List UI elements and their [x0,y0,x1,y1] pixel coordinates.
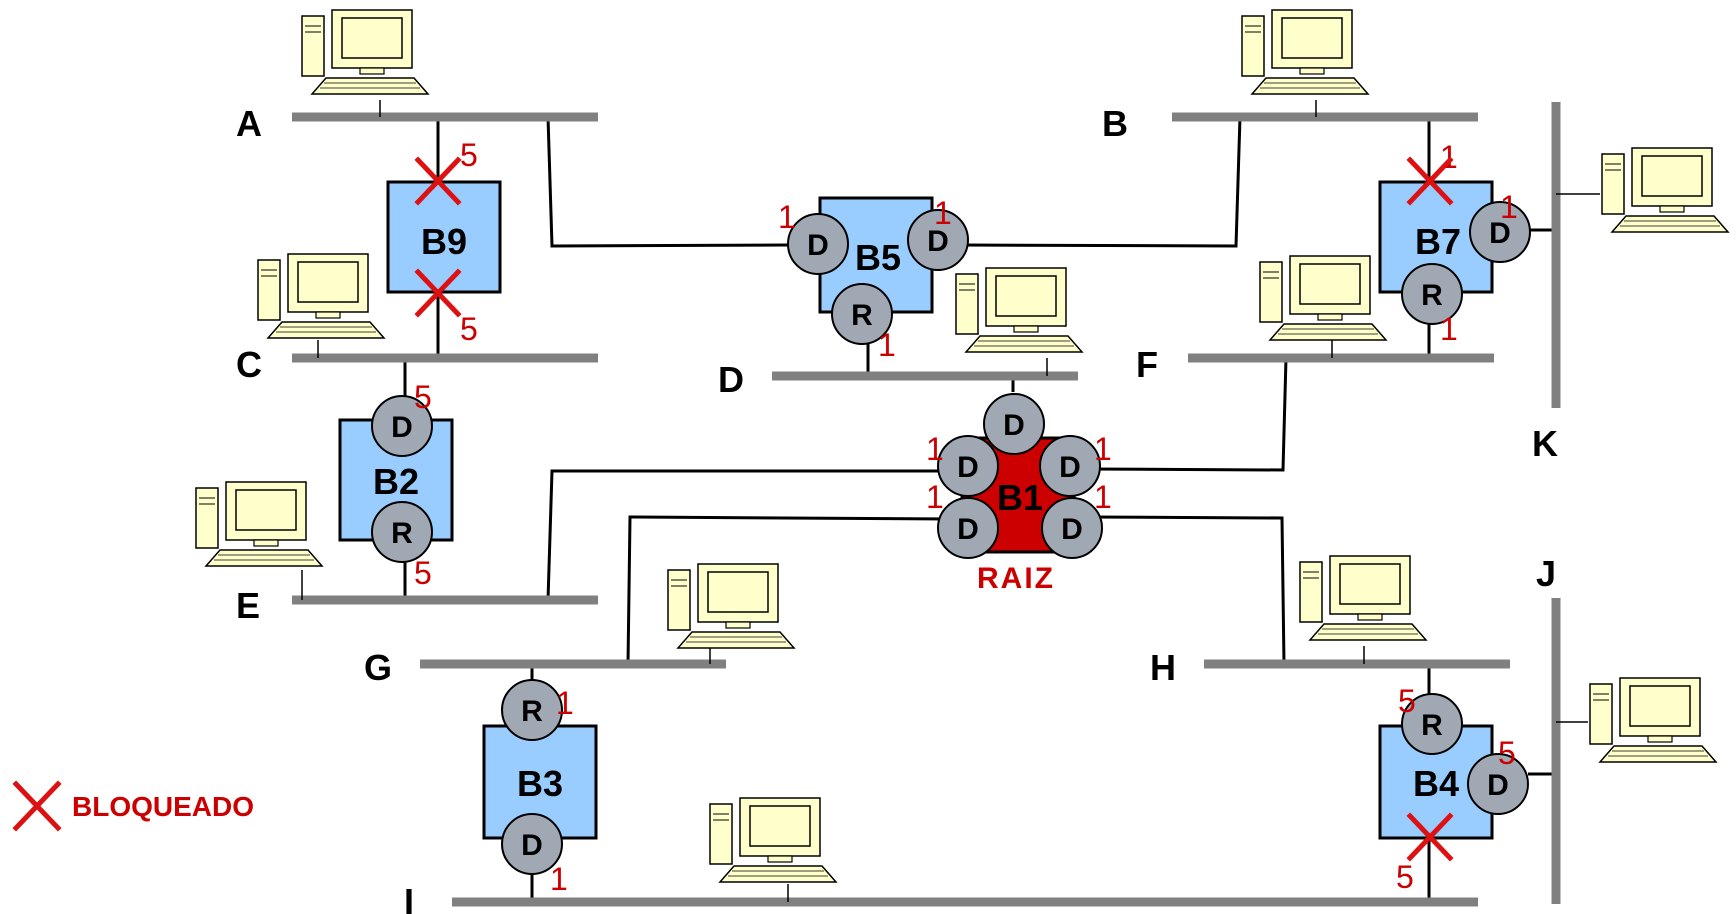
cost-label: 1 [1094,479,1112,515]
cost-label: 1 [550,861,568,897]
link-a-b5 [548,117,788,246]
port-letter: D [521,829,543,862]
cost-label: 1 [934,195,952,231]
cost-label: 5 [1396,859,1414,895]
lan-label-j: J [1536,553,1556,594]
computer-icon [1602,148,1728,232]
cost-label: 5 [414,555,432,591]
port-letter: D [1059,451,1081,484]
port-letter: D [391,411,413,444]
computer-icon [1242,10,1368,94]
bridge-label-b4: B4 [1413,763,1459,804]
cost-label: 1 [778,199,796,235]
port-letter: D [957,451,979,484]
port-letter: R [1421,709,1443,742]
computer-icon [1300,556,1426,640]
port-letter: D [807,229,829,262]
link-b1-f [1090,358,1286,470]
computer-icon [302,10,428,94]
lan-label-c: C [236,344,262,385]
port-letter: D [1487,769,1509,802]
bridge-label-b2: B2 [373,461,419,502]
cost-label: 5 [460,311,478,347]
cost-label: 5 [1398,683,1416,719]
cost-label: 1 [1500,189,1518,225]
cost-label: 5 [460,137,478,173]
bridge-label-b5: B5 [855,237,901,278]
bridge-label-b3: B3 [517,763,563,804]
cost-label: 1 [556,685,574,721]
cost-label: 1 [926,479,944,515]
cost-label: 1 [1094,431,1112,467]
link-b5-b [962,117,1240,246]
bridge-label-b1: B1 [997,477,1043,518]
computer-icon [956,268,1082,352]
port-letter: R [1421,279,1443,312]
computer-icon [710,798,836,882]
cost-label: 5 [414,379,432,415]
bridge-label-b9: B9 [421,221,467,262]
lan-label-a: A [236,103,262,144]
link-b1-h [1090,517,1284,664]
lan-label-f: F [1136,344,1158,385]
port-letter: D [957,513,979,546]
lan-label-i: I [404,881,414,914]
lan-label-d: D [718,359,744,400]
port-letter: D [1003,409,1025,442]
computer-icon [196,482,322,566]
lan-label-e: E [236,585,260,626]
port-letter: R [391,517,413,550]
computer-icon [1260,256,1386,340]
port-letter: R [851,299,873,332]
lan-label-b: B [1102,103,1128,144]
blocked-legend-icon [16,784,58,828]
computer-icon [668,564,794,648]
port-letter: R [521,695,543,728]
lan-label-k: K [1532,423,1558,464]
legend: BLOQUEADO [16,784,254,828]
port-letter: D [1061,513,1083,546]
lan-label-g: G [364,647,392,688]
cost-label: 5 [1498,735,1516,771]
cost-label: 1 [926,431,944,467]
cost-label: 1 [878,327,896,363]
computer-icon [258,254,384,338]
root-bridge-label: RAIZ [977,562,1055,595]
lan-label-h: H [1150,647,1176,688]
bridge-label-b7: B7 [1415,221,1461,262]
computer-icon [1590,678,1716,762]
cost-label: 1 [1440,311,1458,347]
legend-blocked-label: BLOQUEADO [72,791,254,822]
